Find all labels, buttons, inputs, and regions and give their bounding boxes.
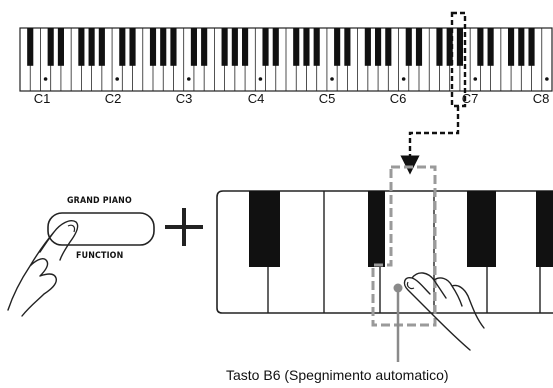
black-key [477, 28, 484, 66]
black-key [170, 28, 177, 66]
c-key-marker [115, 77, 119, 81]
b6-caption: Tasto B6 (Spegnimento automatico) [226, 367, 449, 383]
black-key [27, 28, 34, 66]
black-key [436, 28, 443, 66]
b6-highlight-connector [400, 11, 467, 175]
black-key [375, 28, 382, 66]
black-key [334, 28, 341, 66]
black-key [129, 28, 136, 66]
octave-label-c8: C8 [532, 91, 550, 106]
black-key [98, 28, 105, 66]
c-key-marker [258, 77, 263, 81]
zoomed-black-key [467, 191, 496, 267]
black-key [262, 28, 269, 66]
grand-piano-label: GRAND PIANO [67, 196, 132, 206]
black-key [221, 28, 228, 66]
zoomed-black-keys [249, 191, 553, 267]
full-keyboard [19, 27, 553, 92]
b6-zoom-highlight [371, 165, 437, 327]
black-key [415, 28, 423, 66]
octave-label-c1: C1 [33, 91, 51, 106]
octave-label-c3: C3 [175, 91, 193, 106]
black-key [242, 28, 249, 66]
black-key [487, 28, 494, 66]
function-label: FUNCTION [76, 251, 124, 261]
c-key-marker [43, 77, 48, 81]
zoomed-keyboard [216, 190, 553, 314]
right-hand-drawing [403, 272, 485, 351]
black-key [88, 28, 95, 66]
black-key [313, 28, 320, 66]
black-key [149, 28, 157, 66]
black-key [119, 28, 126, 66]
octave-label-c5: C5 [318, 91, 336, 106]
black-key [344, 28, 351, 66]
black-key [293, 28, 300, 66]
left-hand-drawing [7, 220, 79, 317]
keyboard-black-keys [27, 28, 535, 66]
c-key-marker [401, 77, 406, 81]
black-key [57, 28, 64, 66]
c-key-marker [187, 77, 191, 81]
black-key [160, 28, 167, 66]
c-key-marker [545, 77, 549, 81]
c-key-marker [473, 77, 478, 81]
black-key [446, 28, 453, 66]
black-key [405, 28, 412, 66]
black-key [528, 28, 535, 66]
function-button[interactable] [47, 212, 155, 246]
black-key [303, 28, 310, 66]
plus-icon [165, 208, 203, 246]
function-button-group [7, 212, 155, 317]
left-hand-nail [67, 224, 76, 233]
keyboard-c-markers [43, 77, 549, 81]
zoomed-black-key [368, 191, 385, 267]
black-key [190, 28, 197, 66]
black-key [47, 28, 54, 66]
zoomed-black-key [536, 191, 553, 267]
black-key [272, 28, 279, 66]
black-key [385, 28, 392, 66]
b6-pointer [393, 283, 403, 362]
right-hand-nail [406, 281, 415, 290]
black-key [201, 28, 208, 66]
black-key [231, 28, 238, 66]
c-key-marker [330, 77, 334, 81]
black-key [518, 28, 525, 66]
octave-label-c2: C2 [104, 91, 122, 106]
black-key [364, 28, 371, 66]
octave-label-c4: C4 [247, 91, 265, 106]
black-key [456, 28, 463, 66]
octave-label-c7: C7 [461, 91, 479, 106]
connector-arrow [400, 106, 460, 175]
black-key [508, 28, 515, 66]
zoomed-black-key [249, 191, 280, 267]
black-key [78, 28, 85, 66]
octave-label-c6: C6 [389, 91, 407, 106]
